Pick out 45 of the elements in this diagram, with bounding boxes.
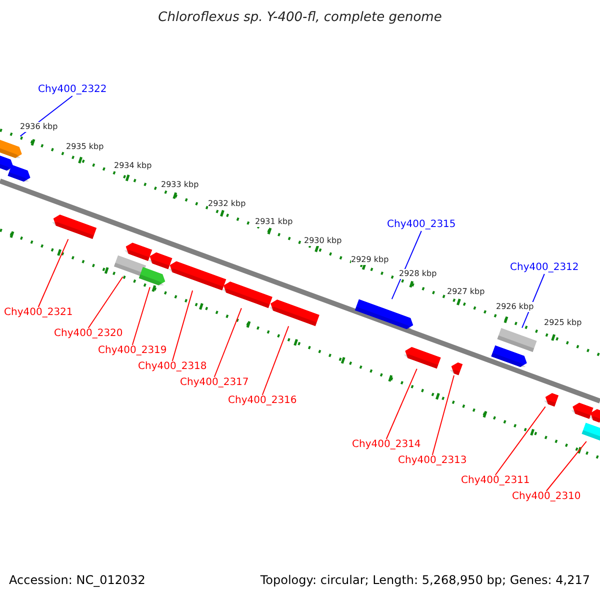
gene-feature-block [268, 298, 320, 326]
scale-label: 2936 kbp [20, 122, 58, 132]
gene-feature-block [354, 299, 416, 331]
scale-label: 2927 kbp [447, 287, 485, 297]
gene-label: Chy400_2315 [387, 219, 456, 231]
gene-feature-block [8, 164, 32, 184]
gene-feature-block [588, 407, 600, 423]
gene-label: Chy400_2313 [398, 455, 467, 467]
scale-label: 2929 kbp [351, 255, 389, 265]
scale-label: 2926 kbp [496, 302, 534, 312]
scale-label: 2925 kbp [544, 318, 582, 328]
gene-feature-block [168, 259, 226, 291]
gene-feature-block [51, 212, 97, 240]
scale-label: 2934 kbp [114, 161, 152, 171]
gene-label: Chy400_2321 [4, 307, 73, 319]
gene-feature-block [138, 266, 168, 288]
footer-note: Topology: circular; Length: 5,268,950 bp; Genes: 4,217 [260, 573, 590, 587]
gene-label: Chy400_2310 [512, 491, 581, 503]
gene-label: Chy400_2320 [54, 328, 123, 340]
gene-feature-block [582, 422, 600, 442]
scale-label: 2935 kbp [66, 142, 104, 152]
gene-feature-block [114, 255, 146, 277]
gene-feature-block [543, 391, 559, 407]
scale-label: 2931 kbp [255, 217, 293, 227]
gene-label: Chy400_2316 [228, 395, 297, 407]
gene-label: Chy400_2317 [180, 377, 249, 389]
gene-feature-block [497, 328, 537, 352]
gene-feature-block [221, 280, 273, 308]
gene-label: Chy400_2322 [38, 84, 107, 96]
scale-label: 2930 kbp [304, 236, 342, 246]
gene-feature-block [124, 240, 152, 262]
gene-label: Chy400_2318 [138, 361, 207, 373]
scale-label: 2928 kbp [399, 269, 437, 279]
gene-feature-block [403, 345, 441, 369]
scale-label: 2933 kbp [161, 180, 199, 190]
title: Chloroflexus sp. Y-400-fl, complete genome [157, 10, 443, 26]
footer-note: Accession: NC_012032 [9, 573, 146, 587]
scale-label: 2932 kbp [208, 199, 246, 209]
gene-label: Chy400_2311 [461, 475, 530, 487]
gene-label: Chy400_2319 [98, 345, 167, 357]
gene-feature-block [148, 250, 172, 270]
gene-label: Chy400_2312 [510, 262, 579, 274]
gene-label: Chy400_2314 [352, 439, 421, 451]
gene-feature-block [449, 360, 463, 376]
gene-feature-block [491, 345, 529, 369]
